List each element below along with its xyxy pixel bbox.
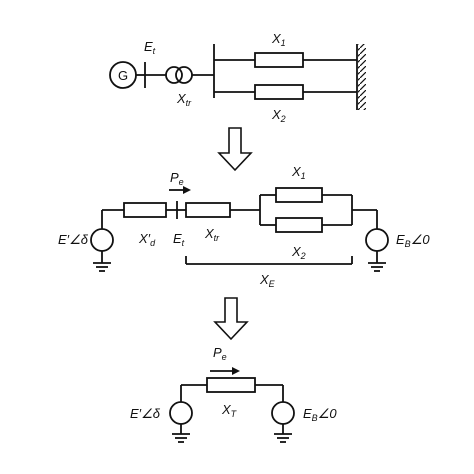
stage1-et-label: Et [144, 39, 156, 56]
generator-symbol: G [109, 61, 137, 89]
line2-reactance [254, 84, 304, 100]
transformer-symbol [165, 66, 193, 84]
line1-reactance [254, 52, 304, 68]
stage2-equivalent-circuit: Pe E′∠δ X′d Et Xtr [58, 164, 430, 289]
stage2-pe-label: Pe [170, 170, 184, 187]
stage2-generator-source [90, 228, 114, 252]
stage2-xtr-label: Xtr [204, 226, 220, 243]
stage3-ground-left [172, 433, 190, 443]
stage2-line2-reactance [275, 217, 323, 233]
stage2-xe-label: XE [259, 272, 276, 289]
stage2-xd-reactance [123, 202, 167, 218]
stage3-pe-label: Pe [213, 345, 227, 362]
stage3-xt-reactance [206, 377, 256, 393]
infinite-bus-wall [356, 44, 366, 110]
stage2-x2-label: X2 [291, 244, 306, 261]
stage2-et-label: Et [173, 231, 185, 248]
stage2-xe-bracket [185, 256, 353, 265]
stage2-power-flow-arrow [169, 186, 191, 194]
generator-label: G [118, 68, 128, 83]
stage2-gen-emf-label: E′∠δ [58, 232, 89, 247]
stage3-xt-label: XT [221, 402, 238, 419]
reduction-arrow-1 [217, 127, 253, 172]
stage2-infinite-bus-label: EB∠0 [396, 232, 430, 249]
reduction-arrow-2 [213, 297, 249, 341]
stage3-generator-source [169, 401, 193, 425]
stage3-gen-emf-label: E′∠δ [130, 406, 161, 421]
stage1-x1-label: X1 [271, 31, 286, 48]
stage2-xtr-reactance [185, 202, 231, 218]
stage2-infinite-bus-source [365, 228, 389, 252]
stage1-single-line-diagram: G Et Xtr X1 X2 [109, 31, 366, 124]
stage2-xd-label: X′d [138, 231, 156, 248]
stage3-ground-right [274, 433, 292, 443]
stage1-xtr-label: Xtr [176, 91, 192, 108]
stage2-ground-left [93, 262, 111, 272]
stage2-ground-right [368, 262, 386, 272]
stage3-power-flow-arrow [210, 367, 240, 375]
stage2-line1-reactance [275, 187, 323, 203]
stage3-infinite-bus-source [271, 401, 295, 425]
stage1-x2-label: X2 [271, 107, 286, 124]
stage3-infinite-bus-label: EB∠0 [303, 406, 337, 423]
stage2-x1-label: X1 [291, 164, 306, 181]
stage3-reduced-circuit: Pe E′∠δ XT EB∠0 [130, 345, 337, 443]
